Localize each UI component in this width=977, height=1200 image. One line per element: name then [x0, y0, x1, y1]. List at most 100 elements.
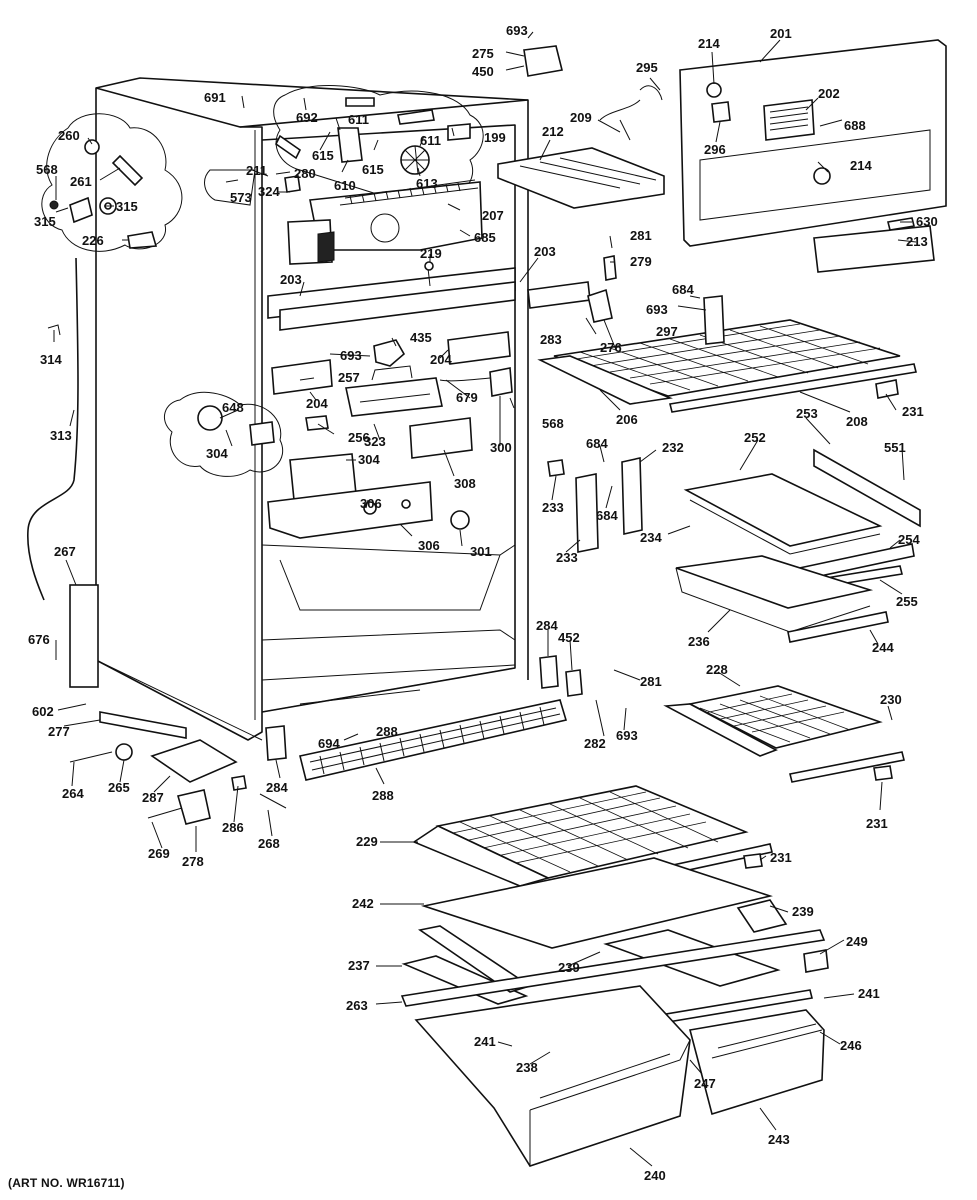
callout-label: 234	[640, 530, 662, 545]
fan-housing-207	[287, 179, 483, 265]
cloud-timer	[163, 391, 284, 477]
glass-shelf-242	[420, 857, 773, 949]
callout-labels: 693 275 450 295 214 201 202 688 296 214 …	[28, 23, 938, 1183]
callout-label: 231	[902, 404, 924, 419]
callout-label: 268	[258, 836, 280, 851]
roller-278	[176, 789, 211, 825]
callout-label: 692	[296, 110, 318, 125]
bracket-287	[150, 739, 238, 783]
callout-label: 201	[770, 26, 792, 41]
callout-label: 287	[142, 790, 164, 805]
part-630	[887, 217, 915, 231]
clip-231-a	[875, 379, 899, 399]
callout-label: 611	[348, 112, 369, 127]
clip-231-c	[743, 853, 763, 869]
callout-label: 204	[306, 396, 328, 411]
support-232	[621, 457, 643, 535]
plate-204	[447, 331, 511, 365]
callout-label: 278	[182, 854, 204, 869]
callout-label: 615	[362, 162, 384, 177]
callout-label: 241	[474, 1034, 496, 1049]
callout-label: 199	[484, 130, 506, 145]
callout-label: 694	[318, 736, 340, 751]
callout-label: 296	[704, 142, 726, 157]
callout-label: 684	[586, 436, 608, 451]
trim-203	[267, 261, 516, 331]
callout-label: 288	[376, 724, 398, 739]
callout-label: 233	[556, 550, 578, 565]
leader-lines	[53, 31, 917, 1167]
control-box-323	[345, 365, 443, 417]
art-number: (ART NO. WR16711)	[8, 1176, 125, 1190]
freezer-door-201	[679, 39, 947, 247]
callout-label: 261	[70, 174, 92, 189]
callout-label: 615	[312, 148, 334, 163]
hinge-283	[527, 281, 591, 309]
pin-264	[69, 751, 113, 763]
callout-label: 300	[490, 440, 512, 455]
bracket-308	[409, 417, 473, 459]
callout-label: 267	[54, 544, 76, 559]
callout-label: 256	[348, 430, 370, 445]
callout-label: 304	[206, 446, 228, 461]
rail-277	[99, 711, 187, 739]
callout-label: 239	[558, 960, 580, 975]
callout-label: 247	[694, 1076, 716, 1091]
callout-label: 207	[482, 208, 504, 223]
callout-label: 688	[844, 118, 866, 133]
callout-label: 684	[596, 508, 618, 523]
callout-label: 229	[356, 834, 378, 849]
callout-label: 233	[542, 500, 564, 515]
wire-harness-295	[599, 85, 663, 141]
callout-label: 314	[40, 352, 62, 367]
callout-label: 242	[352, 896, 374, 911]
callout-label: 602	[32, 704, 54, 719]
crisper-drawer-243	[689, 1009, 825, 1116]
callout-label: 213	[906, 234, 928, 249]
callout-label: 676	[28, 632, 50, 647]
callout-label: 241	[858, 986, 880, 1001]
callout-label: 450	[472, 64, 494, 79]
callout-label: 202	[818, 86, 840, 101]
callout-label: 284	[536, 618, 558, 633]
part-452	[565, 669, 583, 697]
housing-306	[267, 481, 433, 539]
callout-label: 246	[840, 1038, 862, 1053]
callout-label: 264	[62, 786, 84, 801]
callout-label: 260	[58, 128, 80, 143]
callout-label: 228	[706, 662, 728, 677]
callout-label: 648	[222, 400, 244, 415]
callout-label: 613	[416, 176, 438, 191]
clip-233	[547, 459, 565, 477]
part-286	[231, 775, 247, 791]
roller-265	[115, 743, 133, 761]
callout-label: 275	[472, 46, 494, 61]
callout-label: 252	[744, 430, 766, 445]
callout-label: 238	[516, 1060, 538, 1075]
part-249	[803, 949, 829, 973]
support-233	[575, 473, 599, 553]
water-tube-313	[27, 257, 79, 601]
callout-label: 214	[698, 36, 720, 51]
callout-label: 630	[916, 214, 938, 229]
callout-label: 269	[148, 846, 170, 861]
thermostat-300	[439, 367, 513, 397]
crisper-drawer-240	[414, 985, 691, 1167]
callout-label: 286	[222, 820, 244, 835]
rail-263	[400, 929, 826, 1007]
hinge-275	[523, 45, 563, 77]
callout-label: 573	[230, 190, 252, 205]
callout-label: 691	[204, 90, 226, 105]
callout-label: 693	[616, 728, 638, 743]
screw-268	[259, 793, 287, 809]
callout-label: 284	[266, 780, 288, 795]
callout-label: 301	[470, 544, 492, 559]
ice-tray-213	[813, 225, 935, 273]
callout-label: 282	[584, 736, 606, 751]
callout-label: 249	[846, 934, 868, 949]
callout-label: 279	[630, 254, 652, 269]
callout-label: 568	[36, 162, 58, 177]
callout-label: 693	[340, 348, 362, 363]
freezer-wire-shelf	[537, 319, 917, 413]
callout-label: 206	[616, 412, 638, 427]
